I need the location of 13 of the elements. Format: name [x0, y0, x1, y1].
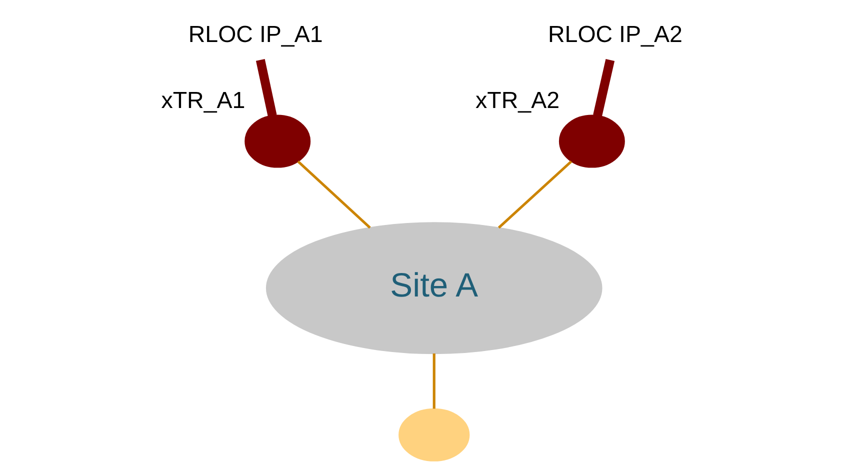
connector	[256, 59, 277, 117]
node-circle	[398, 408, 470, 462]
connector	[593, 58, 615, 117]
node-text: RLOC IP_A1	[188, 21, 323, 48]
node-label: xTR_A1	[161, 87, 246, 114]
node-text: RLOC IP_A2	[548, 21, 682, 48]
connector	[297, 160, 371, 229]
connector	[498, 160, 572, 229]
node-label: xTR_A2	[476, 87, 560, 114]
node-ellipse: Site A	[266, 222, 602, 354]
node-circle	[244, 114, 311, 168]
connector	[432, 353, 436, 409]
node-circle	[558, 114, 625, 168]
